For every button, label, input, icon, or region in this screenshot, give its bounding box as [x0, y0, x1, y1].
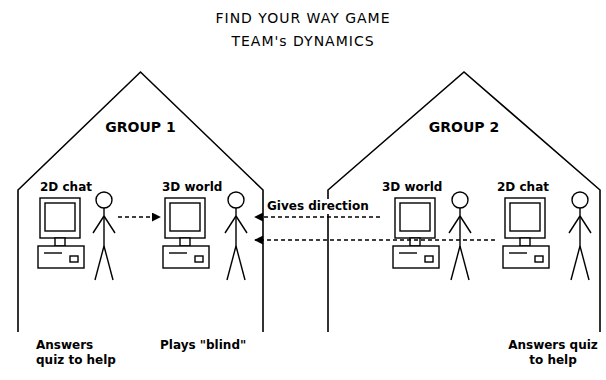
stick-figure: [225, 192, 247, 280]
role-note: Plays "blind": [160, 338, 270, 353]
computer-icon: [503, 198, 549, 268]
edge-label: Gives direction: [265, 199, 371, 214]
dashed-arrow: [255, 239, 495, 240]
computer-icon: [163, 198, 209, 268]
stick-figure: [93, 192, 115, 280]
subtitle-text: TEAM's DYNAMICS: [0, 34, 606, 49]
dashed-arrow: [118, 216, 160, 217]
role-note: Answers quiz to help: [508, 338, 598, 368]
dashed-arrow: [255, 216, 380, 217]
stick-figure: [449, 192, 471, 280]
station-label: 2D chat: [497, 180, 549, 195]
group-name: GROUP 1: [105, 120, 175, 135]
workstation: 3D world: [160, 180, 255, 290]
group-name: GROUP 2: [429, 120, 499, 135]
workstation: 2D chat: [495, 180, 595, 290]
station-label: 3D world: [162, 180, 222, 195]
station-label: 3D world: [382, 180, 442, 195]
stick-figure: [569, 192, 591, 280]
computer-icon: [38, 198, 84, 268]
computer-icon: [393, 198, 439, 268]
workstation: 3D world: [380, 180, 475, 290]
workstation: 2D chat: [38, 180, 118, 290]
house-outline: [18, 72, 263, 332]
station-label: 2D chat: [40, 180, 92, 195]
diagram-title: FIND YOUR WAY GAME: [0, 10, 606, 26]
house-roof-walls: [18, 72, 263, 332]
group-house: GROUP 1 2D chat 3D world: [18, 72, 263, 332]
role-note: Answers quiz to help: [36, 338, 122, 368]
